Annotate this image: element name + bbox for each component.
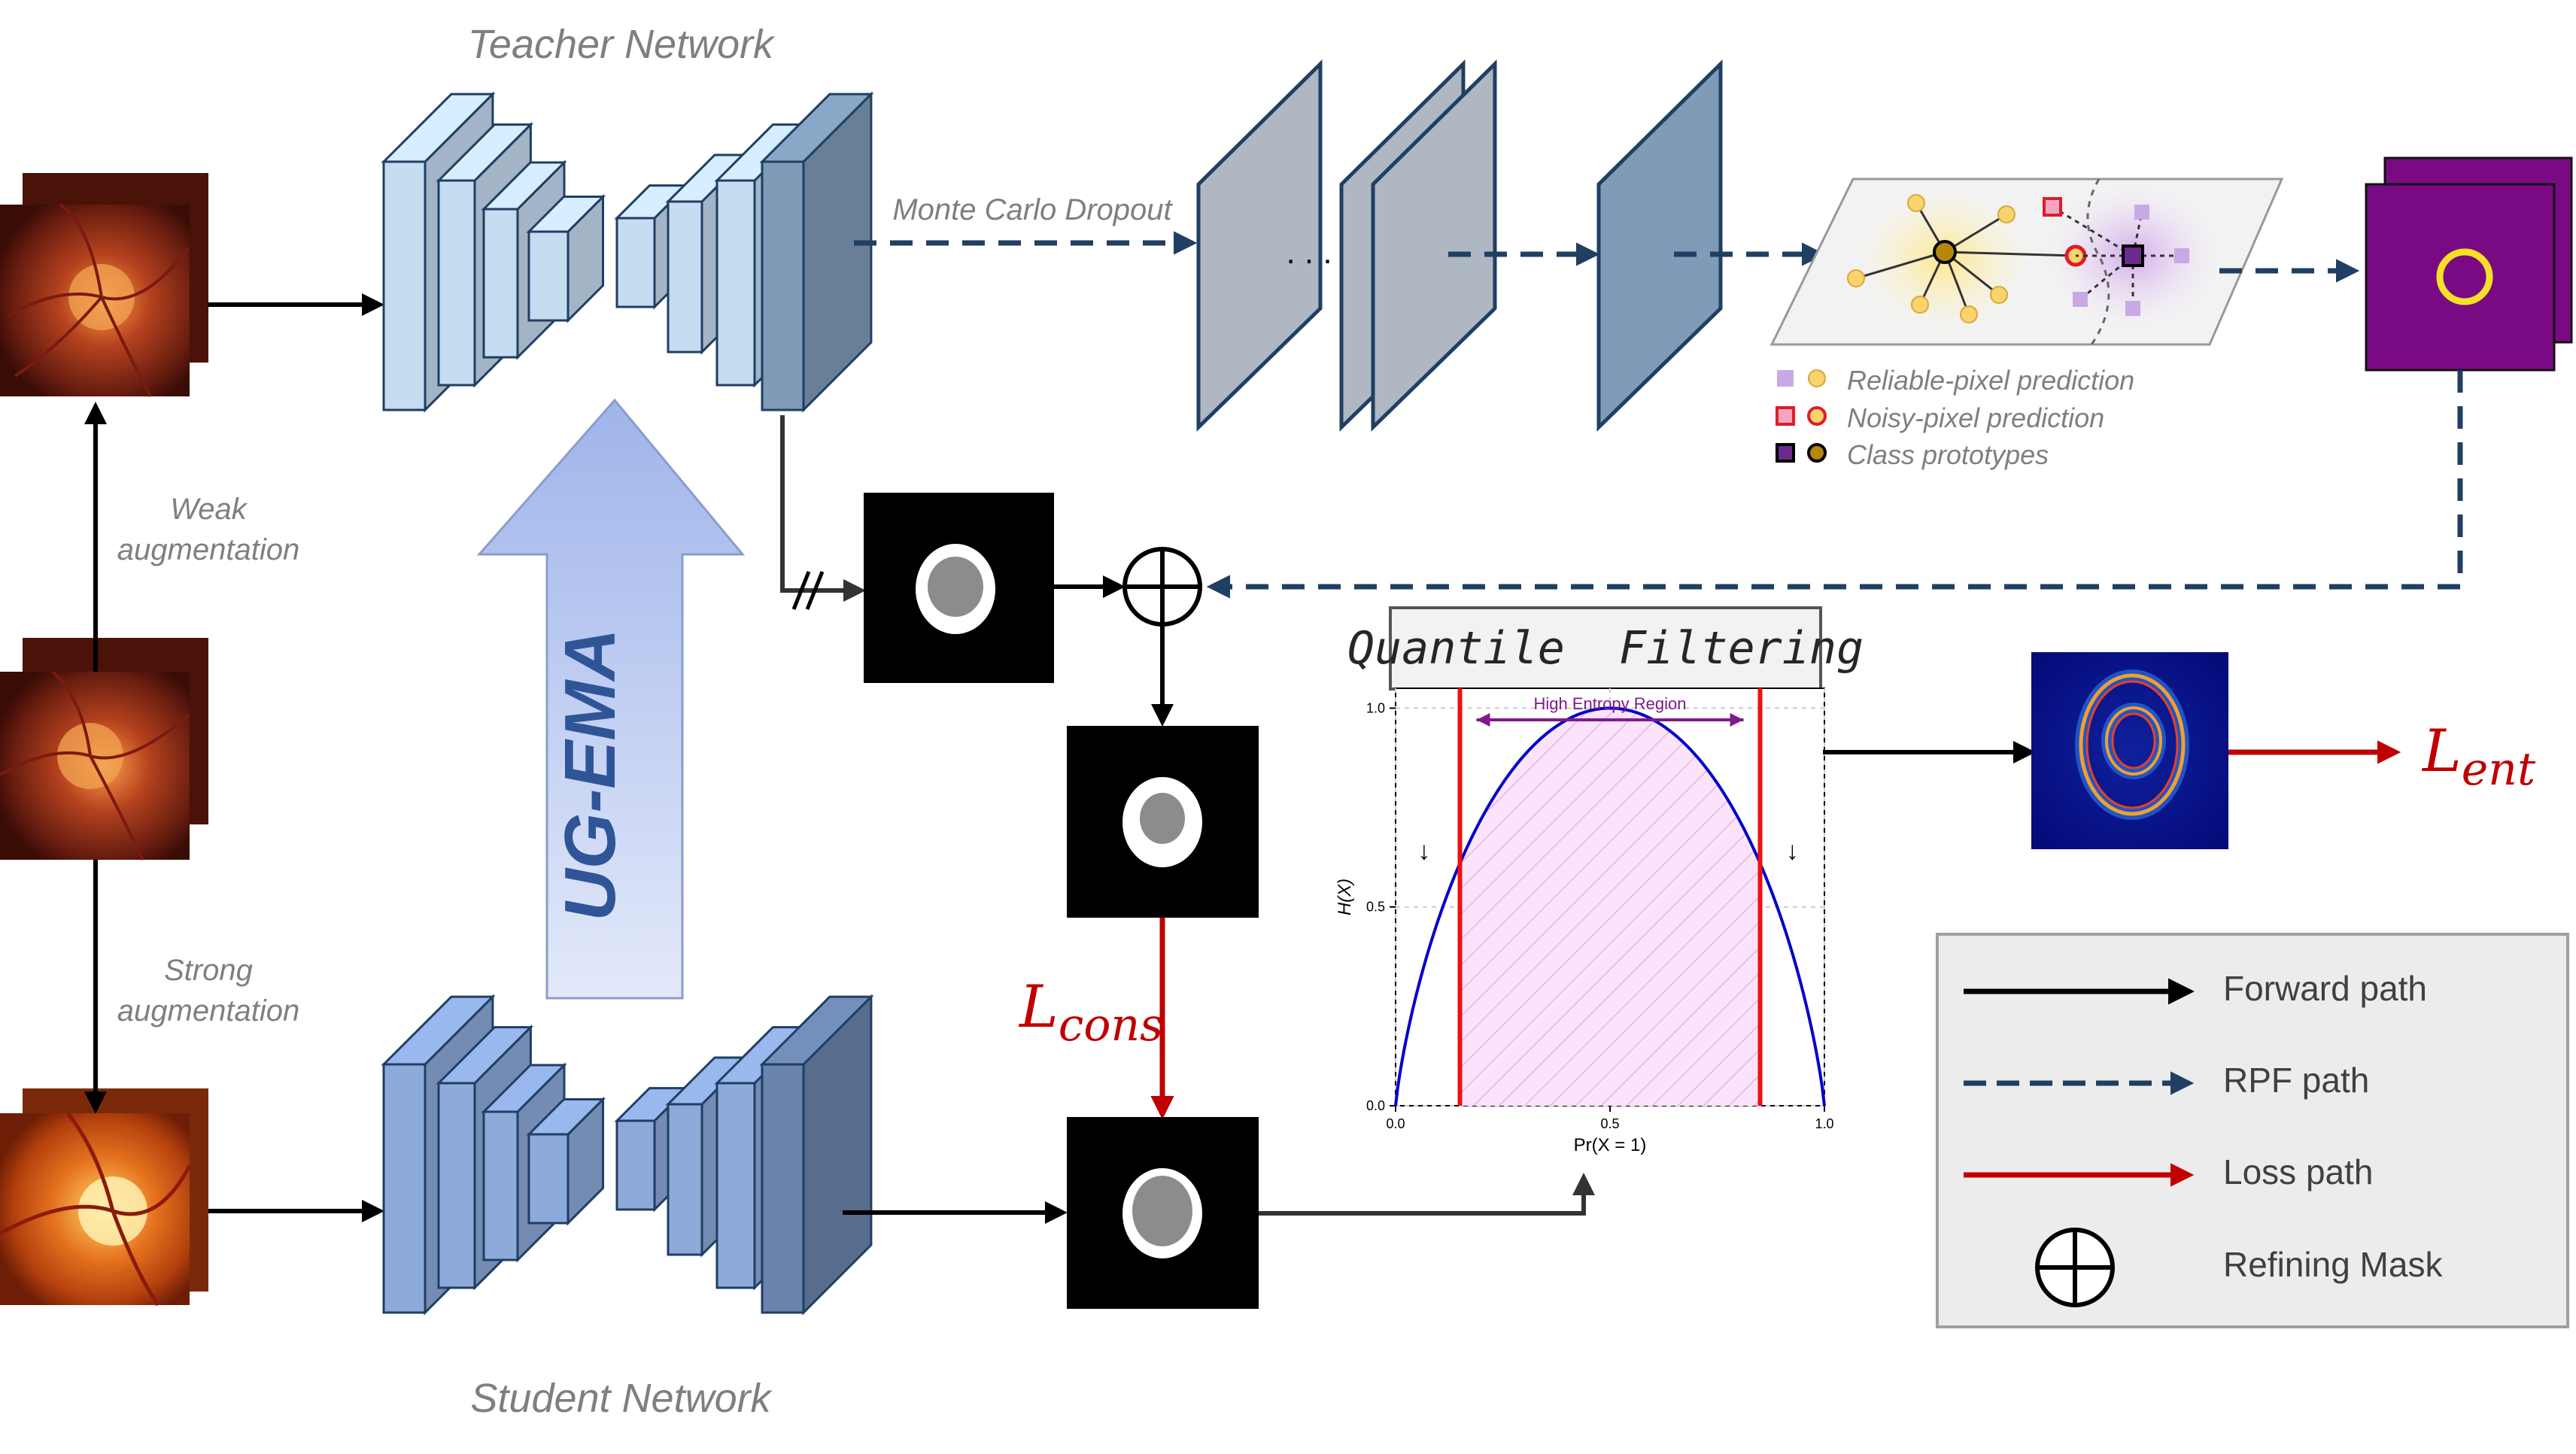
filter-down-arrow: ↓ — [1417, 836, 1430, 865]
chart-x-axis-label: Pr(X = 1) — [1574, 1135, 1647, 1155]
quantile-filtering-title: Quantile Filtering — [1347, 622, 1864, 675]
ug-ema-label: UG-EMA — [550, 628, 630, 921]
mc-mean-plane — [1596, 59, 1723, 432]
mc-sample-plane — [1371, 59, 1497, 432]
student-to-filter-path — [1259, 1173, 1595, 1216]
weak-augmentation-label-2: augmentation — [117, 533, 299, 566]
network-layer-block — [526, 1096, 606, 1226]
chart-tick-label-x: 0.5 — [1600, 1116, 1619, 1131]
rpf-return-path — [1206, 370, 2463, 599]
mc-sample-planes — [1196, 59, 1723, 432]
prototype-feature-plane — [1769, 178, 2284, 346]
refined-prediction-stack — [2365, 156, 2573, 372]
strong-augmentation-label-1: Strong — [164, 954, 253, 987]
teacher-prediction-mask — [864, 493, 1054, 683]
weak-augmentation-label-1: Weak — [170, 493, 248, 526]
prototype-legend-reliable: Reliable-pixel prediction — [1847, 365, 2134, 396]
l-cons-main: L — [1018, 973, 1059, 1041]
mc-sample-plane — [1196, 59, 1323, 432]
high-entropy-region-arrow — [1476, 713, 1744, 727]
refining-mask-operator — [1122, 547, 1202, 627]
purple-class-prototype — [2122, 244, 2144, 267]
fundus-image-original — [0, 638, 208, 861]
student-network-title: Student Network — [470, 1376, 773, 1421]
chart-tick-label-y: 0.5 — [1366, 900, 1385, 915]
chart-tick-label-x: 1.0 — [1815, 1116, 1833, 1131]
entropy-heatmap — [2031, 652, 2228, 849]
student-prediction-mask — [1067, 1117, 1259, 1309]
consistency-loss-label: Lcons — [1018, 973, 1163, 1052]
stop-gradient-mark-1 — [791, 571, 811, 610]
high-entropy-region-hatch — [1460, 708, 1760, 1106]
filter-down-arrow: ↓ — [1786, 836, 1799, 865]
legend-forward-label: Forward path — [2223, 969, 2427, 1008]
network-layer-block — [614, 1085, 691, 1213]
student-network — [381, 994, 874, 1316]
legend-loss-label: Loss path — [2223, 1152, 2373, 1191]
l-cons-sub: cons — [1059, 999, 1163, 1052]
mc-ellipsis: . . . — [1286, 234, 1332, 271]
strong-augmentation-label-2: augmentation — [117, 994, 299, 1028]
entropy-loss-label: Lent — [2421, 718, 2536, 796]
l-ent-main: L — [2421, 718, 2462, 785]
teacher-network-title: Teacher Network — [468, 22, 776, 67]
legend-refining-mask-icon — [2035, 1228, 2115, 1307]
refined-ring — [2436, 248, 2493, 305]
entropy-chart: High Entropy Region ↓ ↓ 0.00.0 0.5 0.5 1.0 1.0P… — [1335, 688, 1834, 1155]
path-legend: Forward path RPF path Loss path Refining… — [1936, 933, 2569, 1328]
chart-tick-label-y: 0.0 — [1366, 1098, 1385, 1113]
fundus-image-weak — [0, 173, 208, 397]
chart-y-axis-label: H(X) — [1335, 879, 1355, 915]
legend-refining-mask-label: Refining Mask — [2223, 1245, 2443, 1284]
network-layer-block — [759, 994, 874, 1316]
entropy-curve — [1394, 706, 1826, 1106]
noisy-purple-pixel — [2043, 197, 2062, 217]
refined-teacher-mask — [1067, 726, 1259, 918]
teacher-network — [381, 91, 874, 413]
high-entropy-region-label: High Entropy Region — [1533, 694, 1686, 713]
chart-tick-label-y: 1.0 — [1366, 700, 1385, 715]
network-layer-block — [759, 91, 874, 413]
prototype-legend-noisy: Noisy-pixel prediction — [1847, 402, 2104, 433]
prototype-legend: Reliable-pixel prediction Noisy-pixel pr… — [1776, 365, 2134, 470]
monte-carlo-dropout-label: Monte Carlo Dropout — [892, 193, 1173, 226]
stop-gradient-mark-2 — [805, 571, 825, 610]
chart-tick-label-x: 0.0 — [1386, 1116, 1405, 1131]
l-ent-sub: ent — [2462, 743, 2536, 796]
legend-rpf-label: RPF path — [2223, 1061, 2369, 1100]
teacher-output-path — [780, 415, 866, 602]
prototype-legend-prototypes: Class prototypes — [1847, 439, 2049, 470]
yellow-class-prototype — [1933, 240, 1957, 264]
fundus-image-strong — [0, 1088, 208, 1307]
ug-ema-arrow: UG-EMA — [476, 398, 746, 1000]
quantile-filtering-panel: Quantile Filtering High Entropy Region ↓ ↓… — [1335, 606, 1864, 1155]
network-layer-block — [526, 193, 606, 323]
